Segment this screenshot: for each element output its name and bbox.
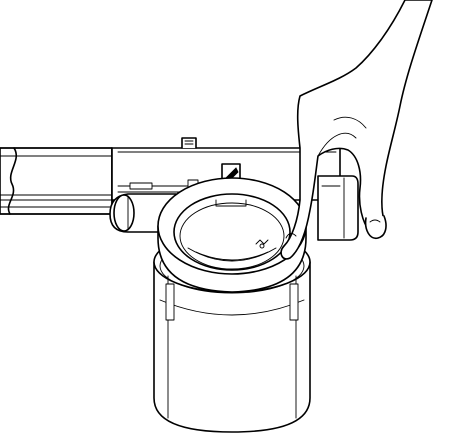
hand-illustration	[280, 0, 433, 260]
bayonet-retaining-ring	[157, 177, 307, 293]
track-rail	[0, 147, 113, 215]
